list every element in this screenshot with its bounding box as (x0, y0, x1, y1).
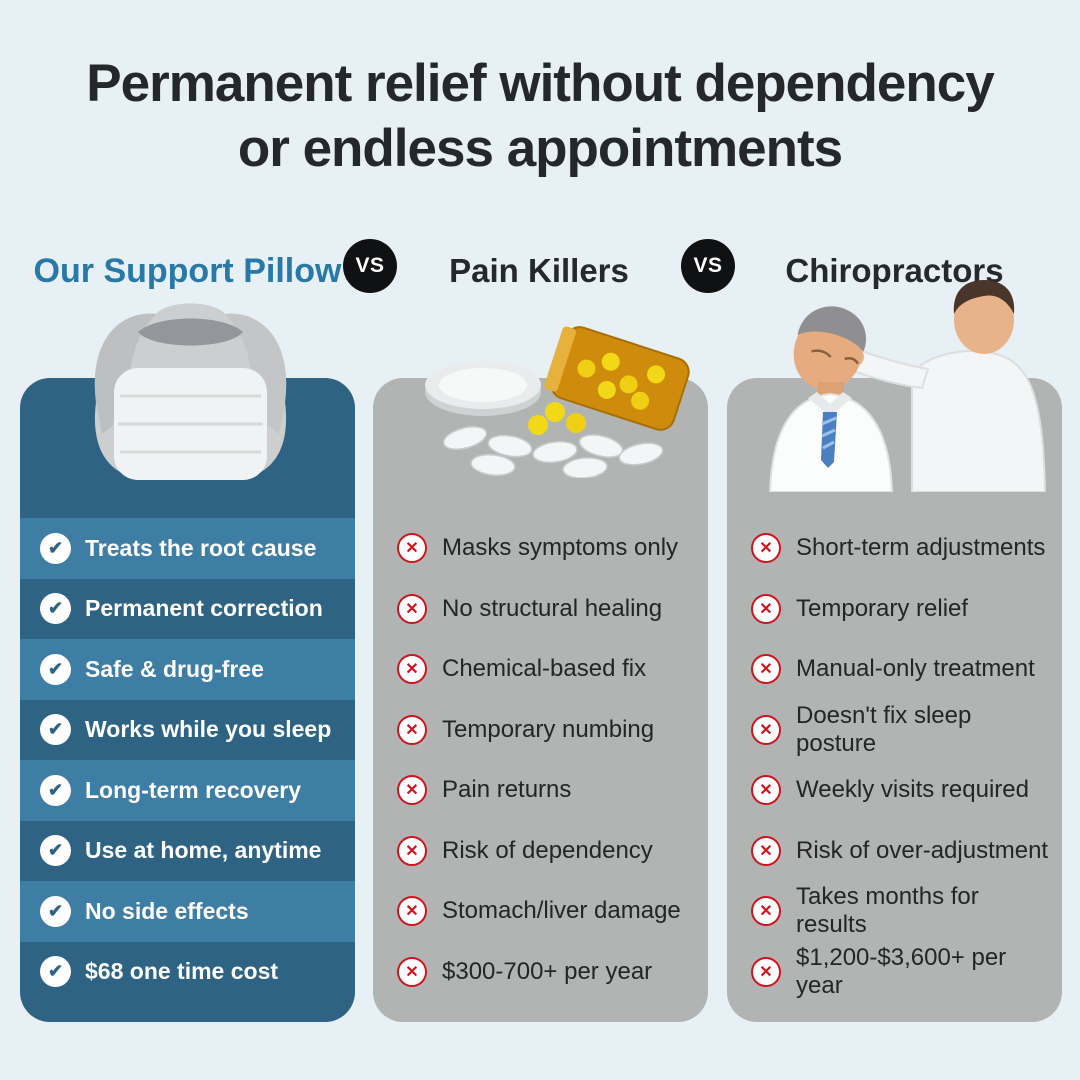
painkillers-drawback-list: ✕ Masks symptoms only ✕ No structural he… (373, 518, 708, 1002)
check-icon: ✔ (40, 714, 71, 746)
drawback-row: ✕ Takes months for results (727, 881, 1062, 942)
drawback-row: ✕ Risk of dependency (373, 821, 708, 882)
benefit-row: ✔ Treats the root cause (20, 518, 355, 579)
benefit-row: ✔ Use at home, anytime (20, 821, 355, 882)
cross-icon: ✕ (751, 714, 781, 745)
cross-icon: ✕ (751, 956, 781, 987)
benefit-label: Works while you sleep (85, 716, 332, 743)
drawback-label: Chemical-based fix (442, 655, 647, 683)
vs-badge-1: VS (343, 239, 397, 293)
benefit-row: ✔ Permanent correction (20, 579, 355, 640)
cross-icon: ✕ (397, 533, 427, 564)
cross-icon: ✕ (751, 835, 781, 866)
benefit-label: Treats the root cause (85, 534, 317, 561)
drawback-row: ✕ Risk of over-adjustment (727, 821, 1062, 882)
drawback-label: Doesn't fix sleep posture (796, 701, 972, 757)
check-icon: ✔ (40, 774, 71, 806)
title-line-2: or endless appointments (237, 118, 843, 178)
chiropractor-image (762, 280, 1047, 497)
drawback-label: Pain returns (442, 776, 572, 804)
drawback-row: ✕ $1,200-$3,600+ per year (727, 942, 1062, 1003)
benefit-label: Permanent correction (85, 595, 323, 622)
drawback-label: Risk of dependency (442, 836, 653, 864)
drawback-label: No structural healing (442, 594, 663, 622)
benefit-label: $68 one time cost (85, 958, 279, 985)
cross-icon: ✕ (397, 956, 427, 987)
cross-icon: ✕ (397, 896, 427, 927)
drawback-row: ✕ Manual-only treatment (727, 639, 1062, 700)
drawback-row: ✕ Temporary relief (727, 579, 1062, 640)
benefit-row: ✔ Long-term recovery (20, 760, 355, 821)
benefit-label: Long-term recovery (85, 776, 302, 803)
check-icon: ✔ (40, 532, 71, 564)
drawback-label: $300-700+ per year (442, 957, 653, 985)
header-pain-killers: Pain Killers (449, 252, 629, 289)
cross-icon: ✕ (751, 654, 781, 685)
pillow-benefit-list: ✔ Treats the root cause ✔ Permanent corr… (20, 518, 355, 1002)
check-icon: ✔ (40, 895, 71, 927)
benefit-label: Use at home, anytime (85, 837, 322, 864)
check-icon: ✔ (40, 593, 71, 625)
drawback-label: Short-term adjustments (796, 534, 1046, 562)
cross-icon: ✕ (397, 775, 427, 806)
title-line-1: Permanent relief without dependency (86, 54, 994, 113)
drawback-label: $1,200-$3,600+ per year (796, 943, 1007, 999)
drawback-label: Takes months for results (796, 883, 979, 939)
drawback-label: Weekly visits required (796, 776, 1029, 804)
drawback-row: ✕ Short-term adjustments (727, 518, 1062, 579)
check-icon: ✔ (40, 835, 71, 867)
drawback-row: ✕ Doesn't fix sleep posture (727, 700, 1062, 761)
drawback-row: ✕ No structural healing (373, 579, 708, 640)
drawback-label: Temporary numbing (442, 715, 655, 743)
cross-icon: ✕ (397, 593, 427, 624)
support-pillow-image (78, 292, 303, 502)
page-title: Permanent relief without dependency or e… (0, 52, 1080, 181)
chiropractors-drawback-list: ✕ Short-term adjustments ✕ Temporary rel… (727, 518, 1062, 1002)
drawback-row: ✕ $300-700+ per year (373, 942, 708, 1003)
check-icon: ✔ (40, 653, 71, 685)
drawback-label: Masks symptoms only (442, 534, 679, 562)
drawback-row: ✕ Weekly visits required (727, 760, 1062, 821)
drawback-label: Risk of over-adjustment (796, 836, 1049, 864)
pill-bottle-image (405, 326, 700, 483)
benefit-row: ✔ Works while you sleep (20, 700, 355, 761)
cross-icon: ✕ (397, 654, 427, 685)
cross-icon: ✕ (751, 593, 781, 624)
drawback-row: ✕ Chemical-based fix (373, 639, 708, 700)
benefit-label: No side effects (85, 897, 249, 924)
cross-icon: ✕ (751, 775, 781, 806)
header-chiropractors: Chiropractors (785, 252, 1004, 289)
cross-icon: ✕ (397, 714, 427, 745)
pillow-column: ✔ Treats the root cause ✔ Permanent corr… (20, 378, 355, 1022)
benefit-row: ✔ Safe & drug-free (20, 639, 355, 700)
drawback-row: ✕ Stomach/liver damage (373, 881, 708, 942)
chiropractors-column: ✕ Short-term adjustments ✕ Temporary rel… (727, 378, 1062, 1022)
header-support-pillow: Our Support Pillow (33, 251, 342, 290)
drawback-label: Manual-only treatment (796, 655, 1035, 683)
benefit-label: Safe & drug-free (85, 655, 264, 682)
vs-badge-2: VS (681, 239, 735, 293)
benefit-row: ✔ $68 one time cost (20, 942, 355, 1003)
cross-icon: ✕ (751, 896, 781, 927)
drawback-row: ✕ Pain returns (373, 760, 708, 821)
painkillers-column: ✕ Masks symptoms only ✕ No structural he… (373, 378, 708, 1022)
check-icon: ✔ (40, 956, 71, 988)
drawback-label: Temporary relief (796, 594, 969, 622)
drawback-label: Stomach/liver damage (442, 897, 681, 925)
drawback-row: ✕ Temporary numbing (373, 700, 708, 761)
drawback-row: ✕ Masks symptoms only (373, 518, 708, 579)
benefit-row: ✔ No side effects (20, 881, 355, 942)
cross-icon: ✕ (397, 835, 427, 866)
cross-icon: ✕ (751, 533, 781, 564)
